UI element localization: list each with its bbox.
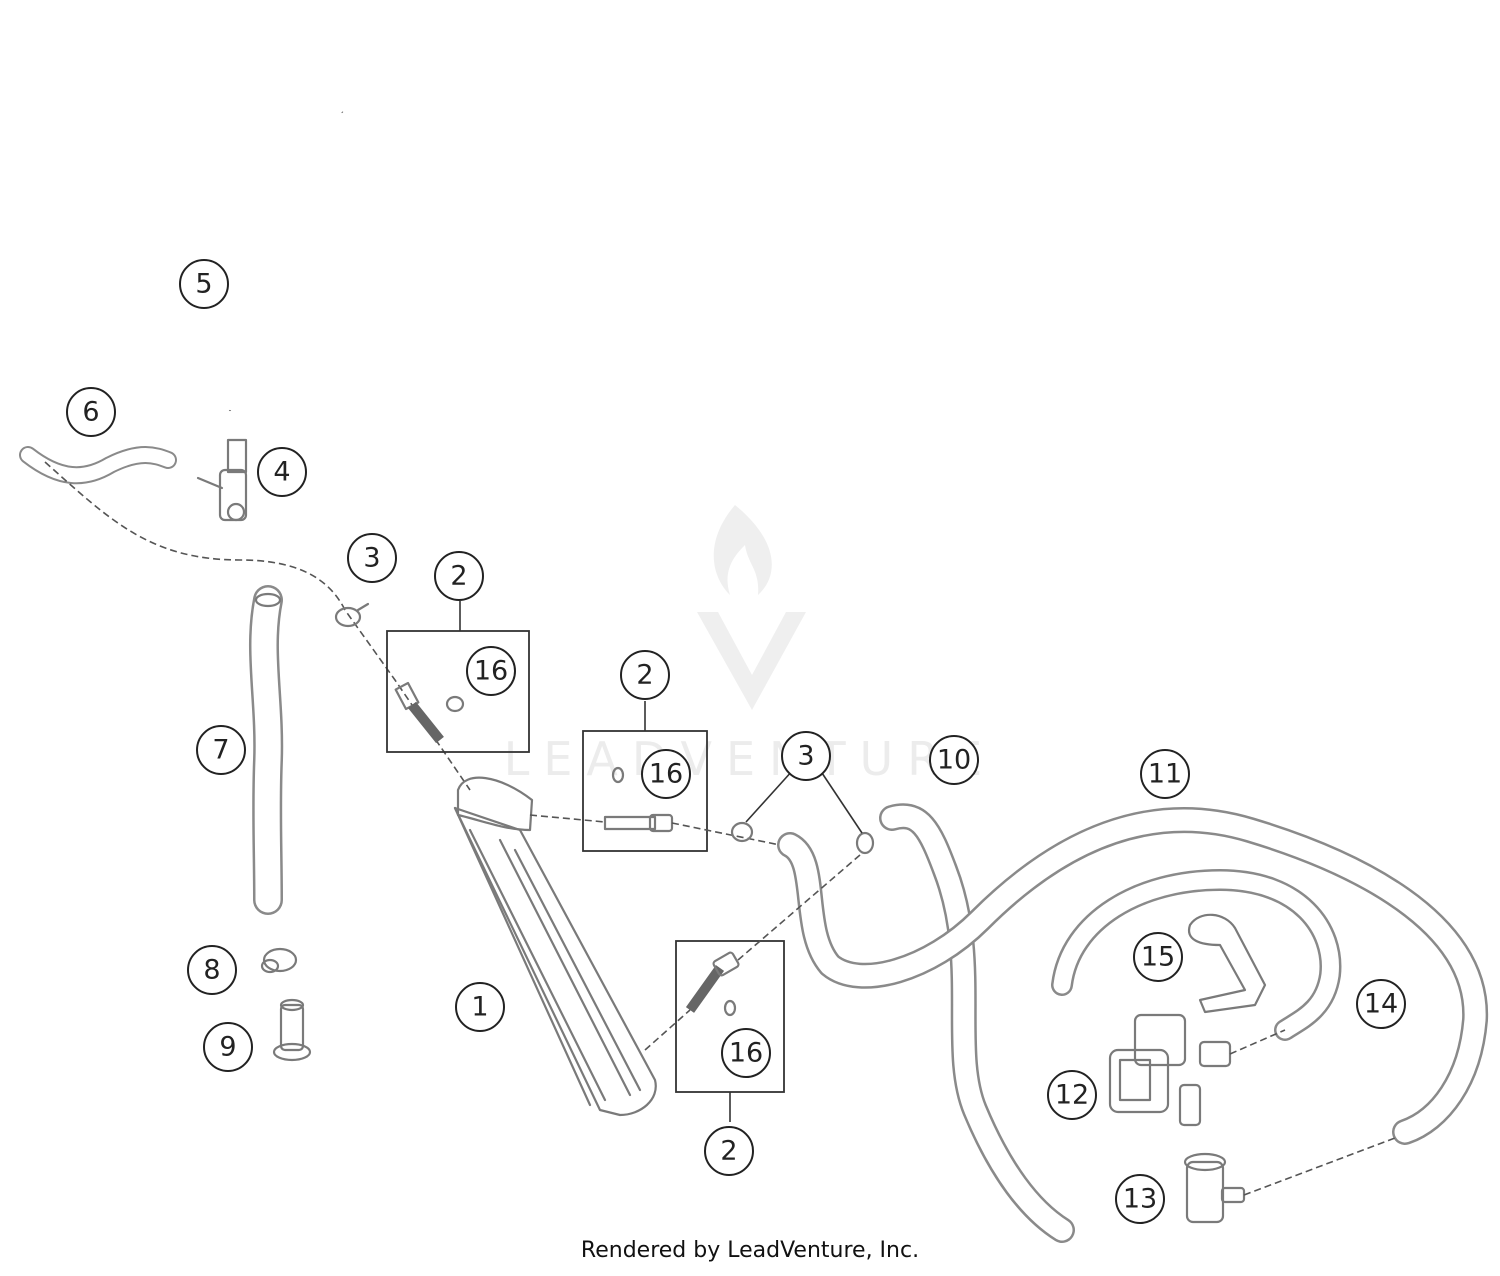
callout-12: 12 xyxy=(1047,1070,1097,1120)
svg-text:16: 16 xyxy=(649,759,683,790)
callout-6: 6 xyxy=(66,387,116,437)
leader-lower-clamp xyxy=(737,854,861,961)
svg-text:3: 3 xyxy=(363,543,380,574)
part-9-grommet xyxy=(272,998,312,1062)
part-5-hose-inner xyxy=(104,46,346,411)
part-12-valve xyxy=(1108,1013,1232,1127)
svg-text:2: 2 xyxy=(450,561,467,592)
part-3-clamp-middle-b xyxy=(855,831,875,855)
callout-3-middle: 3 xyxy=(781,731,831,781)
svg-text:6: 6 xyxy=(82,397,99,428)
callout-8: 8 xyxy=(187,945,237,995)
callout-7: 7 xyxy=(196,725,246,775)
callout-13: 13 xyxy=(1115,1174,1165,1224)
callout-2-middle: 2 xyxy=(620,650,670,700)
part-15-bracket xyxy=(1187,913,1267,1014)
callout-9: 9 xyxy=(203,1022,253,1072)
part-4-fitting xyxy=(196,438,248,522)
footer-credit: Rendered by LeadVenture, Inc. xyxy=(580,1238,920,1263)
kit-box-upper xyxy=(386,630,530,753)
svg-text:1: 1 xyxy=(471,992,488,1023)
callout-2-upper: 2 xyxy=(434,551,484,601)
callout-3-upper: 3 xyxy=(347,533,397,583)
part-1-canister xyxy=(453,776,657,1117)
callout-1: 1 xyxy=(455,982,505,1032)
leader-12-14 xyxy=(1229,1029,1286,1055)
callout-5: 5 xyxy=(179,259,229,309)
svg-text:10: 10 xyxy=(937,745,971,776)
svg-text:15: 15 xyxy=(1141,942,1175,973)
callout-2-lower: 2 xyxy=(704,1126,754,1176)
watermark-v-icon xyxy=(697,612,806,710)
leader-13-11 xyxy=(1243,1137,1396,1196)
part-13-fitting xyxy=(1183,1152,1246,1224)
svg-text:5: 5 xyxy=(195,269,212,300)
svg-text:2: 2 xyxy=(720,1136,737,1167)
callout-14: 14 xyxy=(1356,979,1406,1029)
svg-text:7: 7 xyxy=(212,735,229,766)
callout-16-middle: 16 xyxy=(641,749,691,799)
svg-text:8: 8 xyxy=(203,955,220,986)
callout-15: 15 xyxy=(1133,932,1183,982)
callout-4: 4 xyxy=(257,447,307,497)
part-2-nozzle-lower xyxy=(685,951,740,1017)
callout-10: 10 xyxy=(929,735,979,785)
part-3-clamp-middle-a xyxy=(730,821,754,843)
svg-text:11: 11 xyxy=(1148,759,1182,790)
part-2-nozzle-upper xyxy=(394,681,465,744)
part-3-clamp-upper xyxy=(334,602,370,628)
callout-11: 11 xyxy=(1140,749,1190,799)
leader-6 xyxy=(44,461,471,791)
svg-text:12: 12 xyxy=(1055,1080,1089,1111)
leader-middle-hose xyxy=(671,822,781,846)
leader-3b-b xyxy=(819,769,863,834)
watermark: LEADVENTURE xyxy=(504,505,997,786)
part-8-clamp xyxy=(260,947,298,974)
watermark-flame-icon xyxy=(713,505,772,595)
svg-text:14: 14 xyxy=(1364,989,1398,1020)
watermark-text: LEADVENTURE xyxy=(504,732,997,786)
leader-canister-lower xyxy=(644,1009,691,1051)
svg-text:3: 3 xyxy=(797,741,814,772)
svg-text:16: 16 xyxy=(729,1038,763,1069)
svg-text:4: 4 xyxy=(273,457,290,488)
svg-text:16: 16 xyxy=(474,656,508,687)
svg-text:13: 13 xyxy=(1123,1184,1157,1215)
leader-3b-a xyxy=(745,769,794,823)
leader-canister-middle xyxy=(529,814,606,823)
svg-text:2: 2 xyxy=(636,660,653,691)
callout-16-upper: 16 xyxy=(466,646,516,696)
svg-text:9: 9 xyxy=(219,1032,236,1063)
callout-16-lower: 16 xyxy=(721,1028,771,1078)
